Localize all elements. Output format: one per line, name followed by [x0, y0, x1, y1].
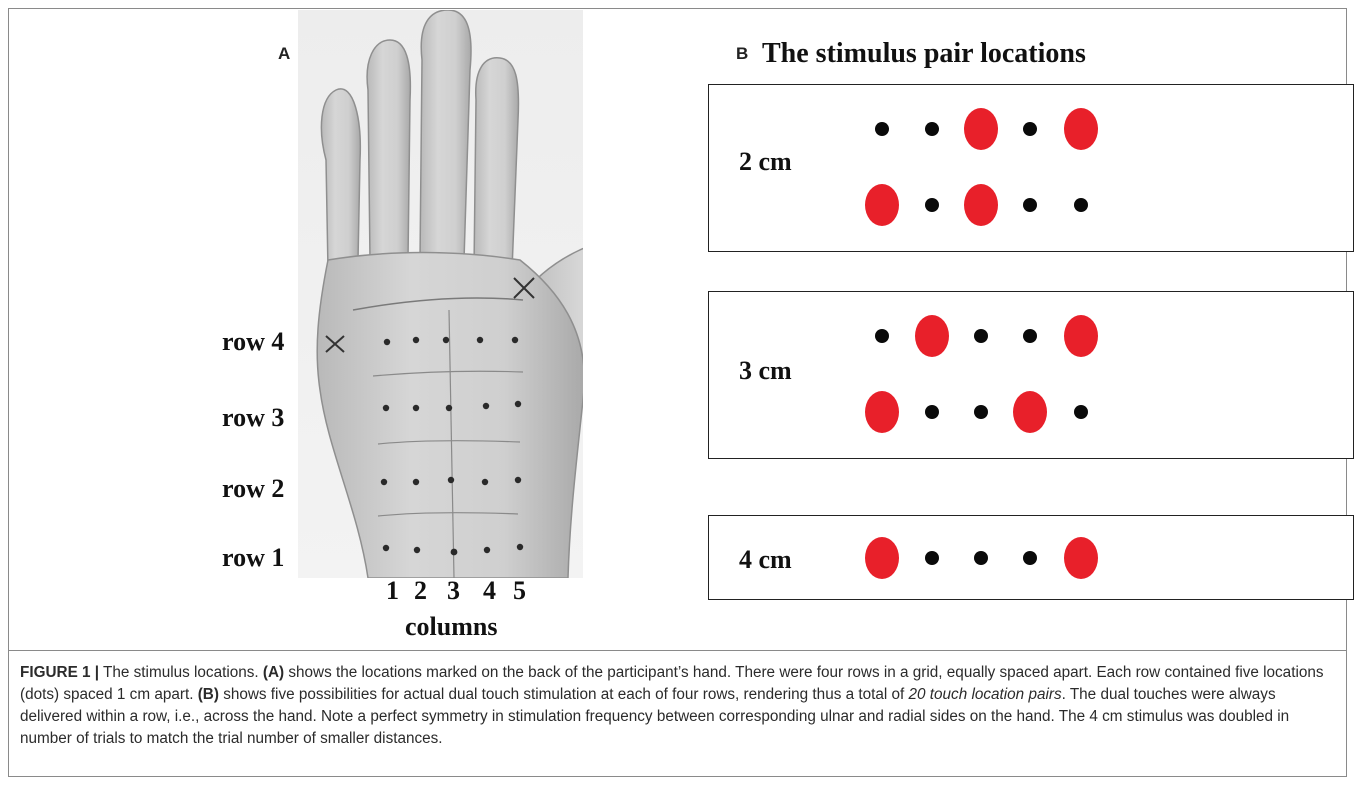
caption-text: shows five possibilities for actual dual… [219, 686, 909, 703]
location-dot [925, 551, 939, 565]
distance-label: 3 cm [739, 356, 792, 386]
caption-label: FIGURE 1 | [20, 664, 99, 681]
caption-separator [8, 650, 1347, 651]
caption-emphasis: 20 touch location pairs [909, 686, 1062, 703]
stimulus-dot [865, 537, 899, 579]
caption-ref-b: (B) [198, 686, 219, 703]
stimulus-dot [1064, 537, 1098, 579]
stimulus-dot [865, 391, 899, 433]
row-label-3: row 3 [222, 403, 284, 433]
location-dot [875, 329, 889, 343]
panel-a-letter: A [278, 44, 290, 64]
caption-text: The stimulus locations. [99, 664, 263, 681]
panel-b-title: The stimulus pair locations [762, 38, 1086, 70]
panel-b-letter: B [736, 44, 748, 64]
row-label-1: row 1 [222, 543, 284, 573]
stimulus-dot [1064, 108, 1098, 150]
column-number-1: 1 [386, 576, 399, 606]
stimulus-dot [964, 184, 998, 226]
stimulus-dot [915, 315, 949, 357]
figure-caption: FIGURE 1 | The stimulus locations. (A) s… [20, 662, 1335, 750]
location-dot [925, 122, 939, 136]
distance-label: 2 cm [739, 147, 792, 177]
location-dot [925, 405, 939, 419]
stimulus-dot [1064, 315, 1098, 357]
location-dot [1074, 198, 1088, 212]
column-number-2: 2 [414, 576, 427, 606]
location-dot [1023, 122, 1037, 136]
column-number-4: 4 [483, 576, 496, 606]
stimulus-dot [1013, 391, 1047, 433]
hand-photo [298, 10, 583, 578]
row-label-4: row 4 [222, 327, 284, 357]
location-dot [1023, 198, 1037, 212]
columns-label: columns [405, 612, 497, 642]
location-dot [974, 551, 988, 565]
row-label-2: row 2 [222, 474, 284, 504]
location-dot [1074, 405, 1088, 419]
stimulus-dot [865, 184, 899, 226]
location-dot [875, 122, 889, 136]
distance-box-3cm: 3 cm [708, 291, 1354, 459]
location-dot [925, 198, 939, 212]
distance-label: 4 cm [739, 545, 792, 575]
stimulus-dot [964, 108, 998, 150]
location-dot [1023, 551, 1037, 565]
column-number-3: 3 [447, 576, 460, 606]
location-dot [1023, 329, 1037, 343]
caption-ref-a: (A) [263, 664, 284, 681]
location-dot [974, 405, 988, 419]
location-dot [974, 329, 988, 343]
hand-illustration [298, 10, 583, 578]
distance-box-4cm: 4 cm [708, 515, 1354, 600]
column-number-5: 5 [513, 576, 526, 606]
distance-box-2cm: 2 cm [708, 84, 1354, 252]
